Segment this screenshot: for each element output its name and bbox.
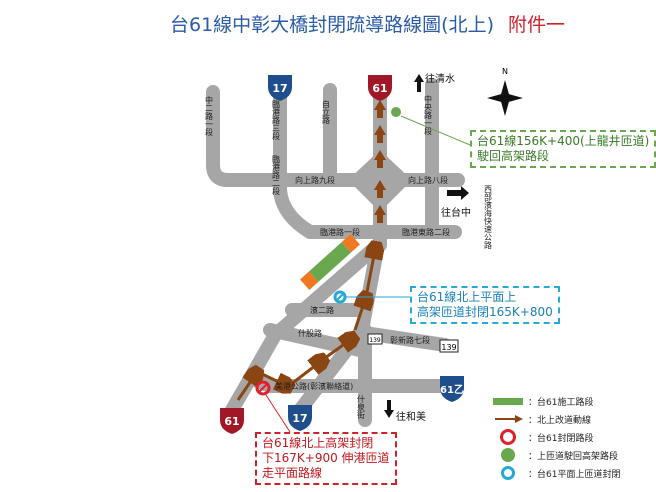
arrow-east-icon: [447, 186, 469, 200]
red-leader: [265, 394, 291, 433]
direction-north: 往清水: [425, 74, 455, 85]
legend-item: ：上匝道駛回高架路段: [488, 446, 620, 464]
shield-61-north: 61: [368, 75, 392, 101]
svg-text:17: 17: [272, 82, 287, 95]
red-closure-icon: [255, 380, 271, 396]
callout-cyan: 台61線北上平面上高架匝道封閉165K+800: [410, 286, 560, 324]
construction-segment: [300, 234, 360, 290]
callout-red: 台61線北上高架封閉下167K+900 伸港匝道走平面路線: [255, 432, 397, 485]
svg-text:139: 139: [369, 337, 381, 344]
svg-text:向上路八段: 向上路八段: [408, 175, 448, 185]
svg-text:彰新路七段: 彰新路七段: [390, 335, 430, 345]
svg-text:什股路: 什股路: [298, 328, 322, 338]
svg-text:西部濱海快速公路: 西部濱海快速公路: [484, 185, 493, 249]
svg-text:17: 17: [292, 412, 307, 425]
legend-item: ：台61施工路段: [488, 392, 620, 410]
detour-arrows: [374, 100, 386, 223]
svg-text:61: 61: [372, 82, 387, 95]
svg-text:臨港路三段: 臨港路三段: [272, 99, 281, 141]
green-bar-icon: [488, 397, 528, 405]
shield-61b: 61乙: [440, 376, 464, 402]
legend-item: ：台61封閉路段: [488, 428, 620, 446]
shield-139-small: 139: [367, 333, 383, 345]
svg-text:中央路一段: 中央路一段: [424, 94, 433, 136]
compass-icon: N: [487, 67, 523, 116]
cyan-closure-icon: [333, 290, 347, 304]
brown-arrow-icon: [488, 415, 528, 423]
shield-17-north: 17: [268, 75, 292, 101]
road-zhonger-xiangshang: [206, 85, 465, 187]
arrow-south-icon: [384, 400, 394, 418]
road-labels: 中二路一段 臨港路三段 臨港路二段 自立路 中央路一段 向上路九段 向上路八段 …: [205, 94, 493, 420]
svg-text:美港公路(彰濱聯絡道): 美港公路(彰濱聯絡道): [275, 381, 353, 391]
page-title: 台61線中彰大橋封閉疏導路線圖(北上)附件一: [170, 14, 566, 36]
green-ramp-dot: [391, 107, 401, 117]
svg-text:什泉街: 什泉街: [357, 394, 366, 420]
arrow-north-icon: [414, 74, 424, 92]
svg-text:臨港路一段: 臨港路一段: [320, 227, 360, 237]
cyan-no-entry-icon: [488, 466, 528, 480]
svg-text:臨港東路二段: 臨港東路二段: [402, 227, 450, 237]
svg-text:濱二路: 濱二路: [310, 305, 334, 315]
legend-item: ：台61平面上匝道封閉: [488, 464, 620, 482]
road-lingang: [273, 88, 462, 239]
svg-text:中二路一段: 中二路一段: [205, 95, 214, 137]
green-dot-icon: [488, 448, 528, 462]
legend-item: ：北上改道動線: [488, 410, 620, 428]
svg-text:臨港路二段: 臨港路二段: [272, 154, 281, 196]
shield-61-south: 61: [220, 408, 244, 434]
green-leader: [400, 115, 471, 146]
legend: ：台61施工路段 ：北上改道動線 ：台61封閉路段 ：上匝道駛回高架路段 ：台6…: [488, 392, 620, 482]
svg-text:61乙: 61乙: [440, 384, 464, 396]
svg-text:139: 139: [441, 343, 456, 352]
detour-line: [236, 250, 375, 401]
svg-text:向上路九段: 向上路九段: [295, 175, 335, 185]
shield-139: 139: [439, 339, 459, 353]
svg-text:自立路: 自立路: [322, 99, 331, 124]
callout-green: 台61線156K+400(上龍井匝道)駛回高架路段: [470, 130, 656, 168]
svg-text:N: N: [502, 67, 508, 76]
shield-17-south: 17: [288, 405, 312, 431]
direction-east: 往台中: [441, 208, 471, 219]
svg-text:61: 61: [224, 415, 239, 428]
red-no-entry-icon: [488, 429, 528, 445]
direction-south: 往和美: [396, 412, 426, 423]
